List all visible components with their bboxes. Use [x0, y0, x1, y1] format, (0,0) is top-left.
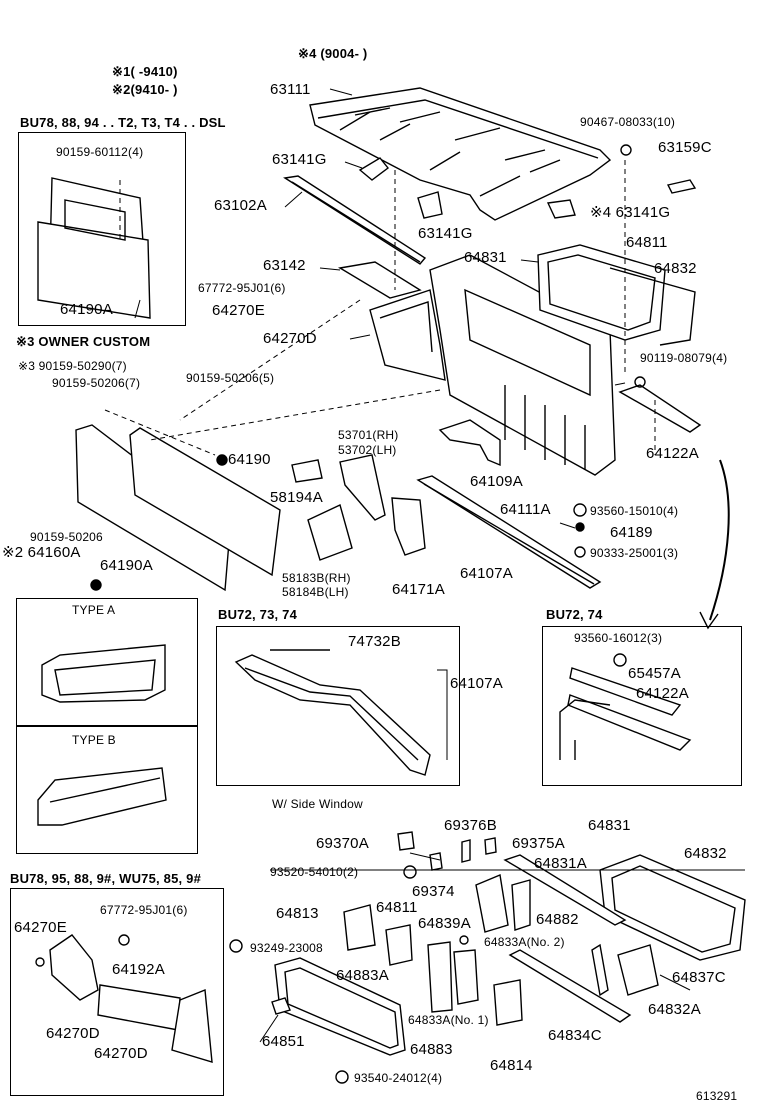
part-90159-50206-5: 90159-50206(5)	[186, 371, 275, 385]
part-90159-50206: 90159-50206	[30, 530, 103, 544]
part-69374: 69374	[412, 883, 455, 900]
heading-bu78-top: BU78, 88, 94 . . T2, T3, T4 . . DSL	[20, 115, 226, 130]
part-58194a: 58194A	[270, 489, 323, 506]
part-93540: 93540-24012(4)	[354, 1071, 443, 1085]
heading-bu78-bottom: BU78, 95, 88, 9#, WU75, 85, 9#	[10, 871, 201, 886]
part-64831a: 64831A	[534, 855, 587, 872]
part-90159-60112: 90159-60112(4)	[56, 145, 144, 159]
part-64814: 64814	[490, 1057, 533, 1074]
bu78-top-box	[18, 132, 186, 326]
part-63111: 63111	[270, 81, 311, 98]
type-a-box	[16, 598, 198, 726]
part-69375a: 69375A	[512, 835, 565, 852]
part-93560-15010: 93560-15010(4)	[590, 504, 679, 518]
note-4: ※4 (9004- )	[298, 46, 368, 61]
bu72-74-box	[542, 626, 742, 786]
part-64851: 64851	[262, 1033, 305, 1050]
part-90333: 90333-25001(3)	[590, 546, 679, 560]
heading-bu72-73-74: BU72, 73, 74	[218, 607, 298, 622]
part-64122a-top: 64122A	[646, 445, 699, 462]
part-64107a-top: 64107A	[460, 565, 513, 582]
part-64883a: 64883A	[336, 967, 389, 984]
part-74732b: 74732B	[348, 633, 401, 650]
part-64270e-bot: 64270E	[14, 919, 67, 936]
part-53702: 53702(LH)	[338, 443, 397, 457]
part-64270d-bot1: 64270D	[46, 1025, 100, 1042]
part-64883: 64883	[410, 1041, 453, 1058]
part-63142: 63142	[263, 257, 306, 274]
part-93520: 93520-54010(2)	[270, 865, 359, 879]
part-63102a: 63102A	[214, 197, 267, 214]
heading-side-window: W/ Side Window	[272, 797, 363, 811]
part-64189: 64189	[610, 524, 653, 541]
part-64171a: 64171A	[392, 581, 445, 598]
part-64190a-mid: 64190A	[100, 557, 153, 574]
part-58183b: 58183B(RH)	[282, 571, 351, 585]
part-64111a: 64111A	[500, 501, 551, 518]
part-64832a: 64832A	[648, 1001, 701, 1018]
type-b-box	[16, 726, 198, 854]
part-64192a: 64192A	[112, 961, 165, 978]
roof-panel-drawing	[309, 87, 612, 221]
part-90467: 90467-08033(10)	[580, 115, 676, 129]
heading-type-b: TYPE B	[72, 733, 116, 747]
part-64833a-no1: 64833A(No. 1)	[408, 1013, 489, 1027]
part-64831-top: 64831	[464, 249, 507, 266]
heading-type-a: TYPE A	[72, 603, 116, 617]
part-63141g-a: 63141G	[272, 151, 327, 168]
part-64270d-top: 64270D	[263, 330, 317, 347]
part-64813: 64813	[276, 905, 319, 922]
note-2: ※2(9410- )	[112, 82, 178, 97]
part-90119: 90119-08079(4)	[640, 351, 728, 365]
bu78-bottom-box	[10, 888, 224, 1096]
part-64882: 64882	[536, 911, 579, 928]
part-64190a-top: 64190A	[60, 301, 113, 318]
part-64837c: 64837C	[672, 969, 726, 986]
part-64270e-top: 64270E	[212, 302, 265, 319]
part-63159c: 63159C	[658, 139, 712, 156]
part-67772-bot: 67772-95J01(6)	[100, 903, 188, 917]
part-93249: 93249-23008	[250, 941, 323, 955]
part-64811-top: 64811	[626, 234, 668, 251]
part-64190: 64190	[228, 451, 271, 468]
part-58184b: 58184B(LH)	[282, 585, 349, 599]
note-1: ※1( -9410)	[112, 64, 178, 79]
part-64122a-box: 64122A	[636, 685, 689, 702]
part-64831-bot: 64831	[588, 817, 631, 834]
part-69376b: 69376B	[444, 817, 497, 834]
part-64270d-bot2: 64270D	[94, 1045, 148, 1062]
part-64811-bot: 64811	[376, 899, 418, 916]
part-69370a: 69370A	[316, 835, 369, 852]
part-67772-top: 67772-95J01(6)	[198, 281, 286, 295]
part-64834c: 64834C	[548, 1027, 602, 1044]
heading-owner-custom: ※3 OWNER CUSTOM	[16, 334, 151, 349]
part-93560-16012: 93560-16012(3)	[574, 631, 663, 645]
part-64832-top: 64832	[654, 260, 697, 277]
part-64107a-box: 64107A	[450, 675, 503, 692]
part-63141g-b: 63141G	[418, 225, 473, 242]
part-53701: 53701(RH)	[338, 428, 399, 442]
heading-bu72-74: BU72, 74	[546, 607, 603, 622]
part-90159-50206-7: 90159-50206(7)	[52, 376, 141, 390]
part-63141g-c: ※4 63141G	[590, 204, 671, 221]
part-64160a: ※2 64160A	[2, 544, 81, 561]
part-64109a: 64109A	[470, 473, 523, 490]
part-90159-50290: ※3 90159-50290(7)	[18, 359, 127, 373]
part-64839a: 64839A	[418, 915, 471, 932]
bu72-73-74-box	[216, 626, 460, 786]
part-64832-bot: 64832	[684, 845, 727, 862]
part-65457a: 65457A	[628, 665, 681, 682]
figure-number: 613291	[696, 1089, 738, 1103]
part-64833a-no2: 64833A(No. 2)	[484, 935, 565, 949]
